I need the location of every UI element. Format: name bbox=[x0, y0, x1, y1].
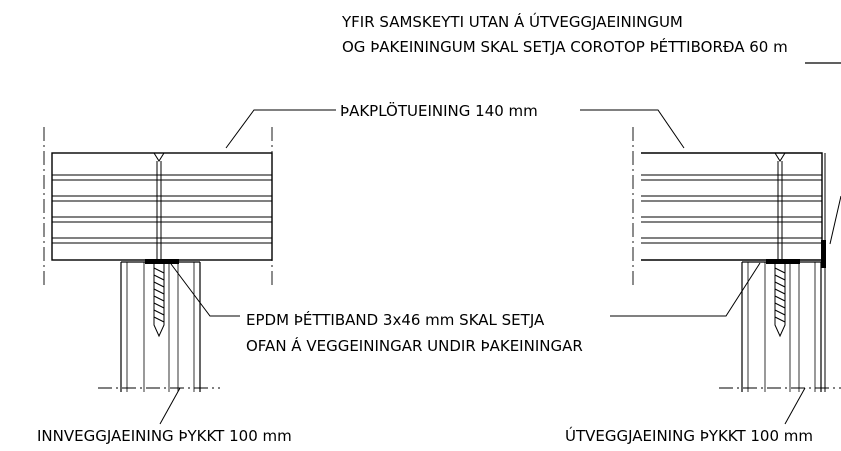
inner-wall-label: INNVEGGJAEINING ÞYKKT 100 mm bbox=[37, 427, 292, 445]
left-roof-screw bbox=[153, 152, 165, 338]
left-wall-unit bbox=[120, 261, 201, 392]
epdm-label-line-1: EPDM ÞÉTTIBAND 3x46 mm SKAL SETJA bbox=[246, 310, 545, 329]
left-roof-panel bbox=[51, 152, 273, 261]
left-break-lines bbox=[43, 127, 273, 287]
leader-lines bbox=[159, 109, 841, 425]
right-roof-panel bbox=[641, 152, 826, 392]
top-note-line-1: YFIR SAMSKEYTI UTAN Á ÚTVEGGJAEININGUM bbox=[341, 12, 683, 31]
right-wall-unit bbox=[741, 261, 822, 392]
outer-wall-label: ÚTVEGGJAEINING ÞYKKT 100 mm bbox=[565, 426, 813, 445]
roof-panel-label: ÞAKPLÖTUEINING 140 mm bbox=[340, 101, 538, 120]
corotop-tape bbox=[821, 240, 826, 268]
top-note-line-2: OG ÞAKEININGUM SKAL SETJA COROTOP ÞÉTTIB… bbox=[342, 37, 788, 56]
epdm-label-line-2: OFAN Á VEGGEININGAR UNDIR ÞAKEININGAR bbox=[246, 336, 583, 355]
